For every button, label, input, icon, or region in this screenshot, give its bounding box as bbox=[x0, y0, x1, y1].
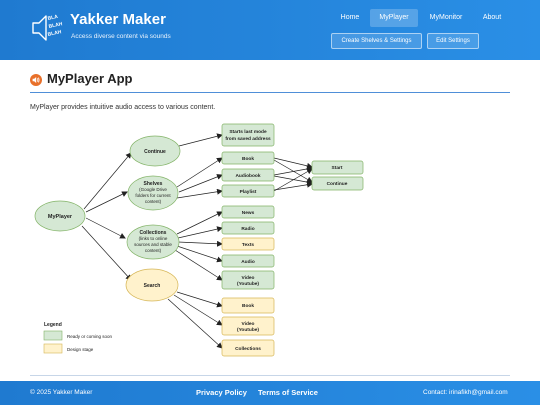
node-shelves-line-2: folders for current bbox=[135, 193, 171, 198]
node-audio-label: Audio bbox=[241, 259, 255, 265]
node-news: News bbox=[221, 205, 275, 219]
node-starts-last-mode-line-1: Starts last mode bbox=[229, 129, 267, 135]
node-audiobook: Audiobook bbox=[221, 168, 275, 182]
node-continue-label: Continue bbox=[144, 149, 166, 155]
node-continue-right-label: Continue bbox=[327, 181, 348, 187]
node-start: Start bbox=[311, 160, 364, 175]
node-audiobook-label: Audiobook bbox=[235, 173, 260, 179]
node-shelves: Shelves (Google Drive folders for curren… bbox=[127, 175, 179, 211]
site-header: BLA BLAH BLAH Yakker Maker Access divers… bbox=[0, 0, 540, 60]
node-myplayer-label: MyPlayer bbox=[48, 214, 73, 220]
node-starts-last-mode-line-2: from saved address bbox=[225, 136, 271, 142]
logo-text-line-2: BLAH bbox=[48, 21, 63, 30]
node-collections-line-3: content) bbox=[145, 248, 162, 253]
speaker-volume-icon bbox=[30, 74, 42, 86]
contact-email[interactable]: Contact: irinafikh@gmail.com bbox=[423, 389, 508, 396]
node-shelves-line-3: content) bbox=[145, 199, 162, 204]
node-search-book: Book bbox=[221, 297, 275, 314]
node-video-collections-line-2: (Youtube) bbox=[237, 281, 259, 287]
logo-text-line-3: BLAH bbox=[47, 29, 62, 38]
title-divider bbox=[30, 92, 510, 93]
node-texts: Texts bbox=[221, 237, 275, 251]
nav-mymonitor[interactable]: MyMonitor bbox=[429, 14, 463, 21]
node-shelves-line-1: (Google Drive bbox=[139, 187, 167, 192]
node-news-label: News bbox=[242, 210, 255, 216]
legend-ready-swatch bbox=[43, 330, 63, 341]
nav-about[interactable]: About bbox=[482, 14, 502, 21]
node-radio-label: Radio bbox=[241, 226, 254, 232]
node-continue-right: Continue bbox=[311, 176, 364, 191]
node-collections-line-2: sources and stable bbox=[134, 242, 172, 247]
site-subtitle: Access diverse content via sounds bbox=[71, 33, 171, 40]
node-search-video-line-2: (Youtube) bbox=[237, 327, 259, 333]
node-myplayer: MyPlayer bbox=[34, 200, 86, 232]
node-shelves-title: Shelves bbox=[144, 181, 163, 187]
node-collections: Collections (links to online sources and… bbox=[126, 224, 180, 260]
node-search-collections: Collections bbox=[221, 339, 275, 357]
content-divider bbox=[30, 375, 510, 376]
site-title[interactable]: Yakker Maker bbox=[70, 11, 166, 28]
node-search-label: Search bbox=[144, 283, 161, 289]
node-playlist: Playlist bbox=[221, 184, 275, 198]
logo-text-line-1: BLA bbox=[47, 14, 59, 22]
node-book-label: Book bbox=[242, 156, 254, 162]
node-radio: Radio bbox=[221, 221, 275, 235]
node-search-video: Video (Youtube) bbox=[221, 316, 275, 336]
node-starts-last-mode: Starts last mode from saved address bbox=[221, 123, 275, 147]
legend-ready-label: Ready or coming soon bbox=[67, 334, 113, 339]
diagram-edges bbox=[81, 133, 313, 349]
intro-text: MyPlayer provides intuitive audio access… bbox=[30, 104, 216, 111]
legend-design-swatch bbox=[43, 343, 63, 354]
node-texts-label: Texts bbox=[242, 242, 255, 248]
legend-design-label: Design stage bbox=[67, 347, 94, 352]
node-search-book-label: Book bbox=[242, 303, 254, 309]
node-search: Search bbox=[125, 268, 179, 302]
myplayer-flow-diagram: MyPlayer Continue Shelves (Google Drive … bbox=[34, 123, 364, 357]
nav-home[interactable]: Home bbox=[340, 14, 360, 21]
speaker-logo-icon: BLA BLAH BLAH bbox=[32, 14, 63, 41]
node-search-video-line-1: Video bbox=[242, 321, 255, 327]
site-footer: © 2025 Yakker Maker Privacy Policy Terms… bbox=[0, 381, 540, 405]
legend-title: Legend bbox=[44, 322, 62, 328]
node-collections-line-1: (links to online bbox=[139, 236, 168, 241]
terms-of-service-link[interactable]: Terms of Service bbox=[258, 388, 318, 397]
edit-settings-button[interactable]: Edit Settings bbox=[427, 33, 479, 49]
node-video-collections-line-1: Video bbox=[242, 275, 255, 281]
node-book: Book bbox=[221, 151, 275, 165]
node-collections-title: Collections bbox=[140, 230, 167, 236]
node-audio: Audio bbox=[221, 254, 275, 268]
node-search-collections-label: Collections bbox=[235, 346, 261, 352]
diagram-legend: Legend Ready or coming soon Design stage bbox=[43, 322, 113, 354]
node-video-collections: Video (Youtube) bbox=[221, 270, 275, 290]
privacy-policy-link[interactable]: Privacy Policy bbox=[196, 388, 247, 397]
nav-myplayer[interactable]: MyPlayer bbox=[370, 9, 418, 27]
page-title: MyPlayer App bbox=[47, 71, 133, 86]
create-shelves-settings-button[interactable]: Create Shelves & Settings bbox=[331, 33, 422, 49]
node-continue: Continue bbox=[129, 135, 181, 167]
node-playlist-label: Playlist bbox=[240, 189, 257, 195]
copyright-text: © 2025 Yakker Maker bbox=[30, 389, 93, 396]
node-start-label: Start bbox=[332, 165, 343, 171]
